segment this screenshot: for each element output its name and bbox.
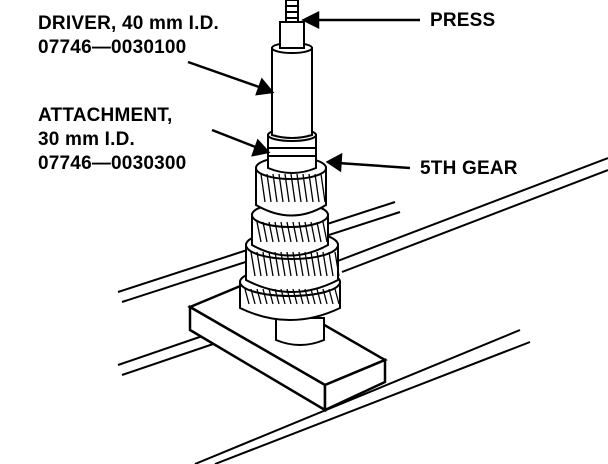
gear-tooth-line [298, 221, 304, 243]
gear-tooth-line [266, 173, 272, 203]
gear-tooth-line [322, 251, 328, 277]
driver-neck [279, 21, 305, 49]
rail-front-lower [121, 339, 226, 376]
gear-tooth-line [274, 221, 280, 243]
gear-tooth-line [280, 221, 286, 243]
attachment-label-line-1: ATTACHMENT, [38, 105, 173, 126]
gear-tooth-line [320, 173, 326, 203]
gear-tooth-line [256, 221, 262, 243]
gear-tooth-line [328, 288, 334, 305]
gear-tooth-line [280, 251, 286, 277]
gear-tooth-line [260, 173, 266, 203]
gear-tooth-line [310, 251, 316, 277]
gear-tooth-line [296, 173, 302, 203]
gear-tooth-line [292, 288, 298, 305]
gear-tooth-line [250, 251, 256, 277]
gear-tooth-line [256, 288, 262, 305]
gear-tooth-line [310, 288, 316, 305]
gear-tooth-line [292, 221, 298, 243]
gear-tooth-line [308, 173, 314, 203]
leader-lines [187, 10, 420, 173]
gear-tooth-line [322, 221, 328, 243]
arrowhead-press [301, 10, 320, 30]
gear-tooth-line [302, 173, 308, 203]
gear-tooth-line [280, 288, 286, 305]
gear-tooth-line [290, 173, 296, 203]
gear-tooth-line [316, 221, 322, 243]
shaft-stub [275, 317, 325, 346]
gear-tooth-line [334, 288, 340, 305]
gear-tooth-line [278, 173, 284, 203]
rail-bottom-lower [214, 341, 531, 464]
fifth-gear-label: 5TH GEAR [420, 158, 518, 179]
gear-tooth-line [304, 251, 310, 277]
gear-tooth-line [274, 251, 280, 277]
gear-tooth-line [328, 251, 334, 277]
driver-shaft-body [271, 47, 313, 139]
gear-tooth-line [292, 251, 298, 277]
rail-bottom-upper [194, 329, 521, 464]
gear-tooth-line [304, 288, 310, 305]
press-label: PRESS [430, 10, 496, 31]
gear-tooth-line [268, 221, 274, 243]
gear-tooth-line [316, 288, 322, 305]
gear-tooth-line [272, 173, 278, 203]
gear-tooth-line [298, 288, 304, 305]
block-side [323, 358, 387, 412]
attachment-label-line-2: 30 mm I.D. [38, 129, 136, 150]
gear-tooth-line [310, 221, 316, 243]
attachment-label-line-3: 07746—0030300 [38, 153, 187, 174]
attachment-label: ATTACHMENT, 30 mm I.D. 07746—0030300 [38, 104, 186, 176]
gear-tooth-line [262, 288, 268, 305]
leader-fifth-gear [337, 161, 411, 170]
driver-label: DRIVER, 40 mm I.D. 07746—0030100 [38, 12, 219, 60]
gear-tooth-line [262, 251, 268, 277]
gear-tooth-line [286, 221, 292, 243]
gear-tooth-line [244, 288, 250, 305]
leader-attachment [211, 128, 259, 150]
rail-right-upper [334, 157, 608, 263]
gear-tooth-line [304, 221, 310, 243]
driver-tool [267, 0, 317, 174]
gear-tooth-line [268, 251, 274, 277]
driver-label-line-1: DRIVER, 40 mm I.D. [38, 13, 219, 34]
gear-tooth-line [256, 251, 262, 277]
gear-tooth-line [286, 251, 292, 277]
gear-tooth-line [314, 173, 320, 203]
arrowhead-attachment [251, 138, 271, 157]
gear-tooth-line [286, 288, 292, 305]
gear-tooth-line [334, 251, 340, 277]
gear-tooth-line [268, 288, 274, 305]
rail-right-lower [341, 169, 608, 273]
driver-attachment [267, 134, 317, 174]
support-rails [117, 157, 608, 464]
arrowhead-driver [255, 77, 275, 96]
gear-tooth-line [284, 173, 290, 203]
driver-label-line-2: 07746—0030100 [38, 37, 187, 58]
support-block [187, 280, 388, 413]
gear-tooth-line [274, 288, 280, 305]
arrowhead-fifth-gear [325, 152, 343, 173]
gear-tooth-line [316, 251, 322, 277]
gear-tooth-line [262, 221, 268, 243]
gear-teeth [244, 173, 340, 305]
gear-tooth-line [322, 288, 328, 305]
gear-tooth-line [298, 251, 304, 277]
gear-tooth-line [250, 288, 256, 305]
leader-driver [187, 60, 263, 90]
